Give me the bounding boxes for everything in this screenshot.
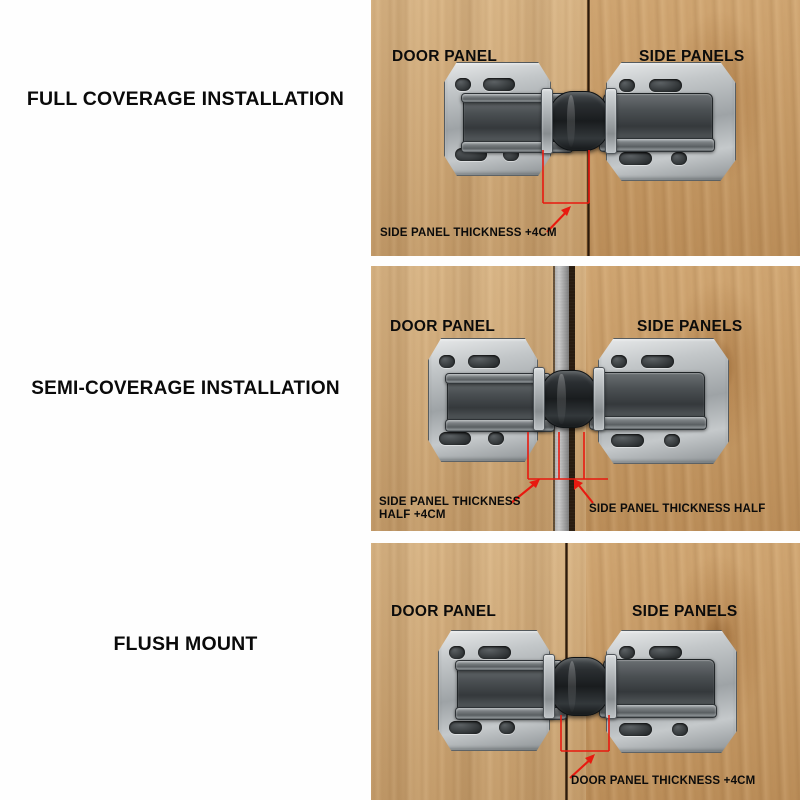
plate-screw-hole <box>672 723 688 736</box>
plate-screw-slot <box>478 646 511 659</box>
hinge-assembly <box>371 543 800 800</box>
plate-screw-hole <box>449 646 465 659</box>
photo-label-door-panel: DOOR PANEL <box>392 48 498 65</box>
hinge-side-arm-lip <box>589 416 707 430</box>
hinge-cup-bracket-right <box>593 367 605 431</box>
hinge-cup-bracket-right <box>605 654 617 719</box>
hinge-cup-bracket-left <box>533 367 545 431</box>
caption-full-coverage: FULL COVERAGE INSTALLATION <box>26 88 345 110</box>
plate-screw-slot <box>439 432 471 445</box>
photo-note-side-panel-thickness: SIDE PANEL THICKNESS +4CM <box>380 227 557 239</box>
plate-screw-slot <box>619 152 652 165</box>
plate-screw-slot <box>468 355 500 368</box>
plate-screw-hole <box>488 432 504 445</box>
plate-screw-hole <box>611 355 627 368</box>
plate-screw-hole <box>664 434 680 447</box>
photo-label-door-panel: DOOR PANEL <box>391 603 497 620</box>
hinge-cup-barrel <box>547 91 611 151</box>
hinge-assembly <box>371 0 800 256</box>
hinge-cup-bracket-left <box>541 88 553 154</box>
plate-screw-slot <box>649 79 682 92</box>
plate-screw-slot <box>449 721 482 734</box>
photo-note-thickness-half-plus: SIDE PANEL THICKNESS HALF +4CM <box>379 496 521 521</box>
photo-note-door-panel-thickness: DOOR PANEL THICKNESS +4CM <box>571 775 756 787</box>
plate-screw-hole <box>499 721 515 734</box>
plate-screw-hole <box>671 152 687 165</box>
photo-note-thickness-half: SIDE PANEL THICKNESS HALF <box>589 503 766 515</box>
hinge-cup-barrel <box>549 657 611 716</box>
wood-side-panel-surface <box>585 266 800 531</box>
plate-screw-hole <box>439 355 455 368</box>
photo-label-side-panels: SIDE PANELS <box>632 603 738 620</box>
plate-screw-hole <box>455 78 471 91</box>
photo-label-door-panel: DOOR PANEL <box>390 318 496 335</box>
plate-screw-hole <box>619 646 635 659</box>
plate-screw-slot <box>641 355 674 368</box>
plate-screw-slot <box>649 646 682 659</box>
photo-label-side-panels: SIDE PANELS <box>637 318 743 335</box>
caption-semi-coverage: SEMI-COVERAGE INSTALLATION <box>31 378 340 399</box>
plate-screw-slot <box>483 78 515 91</box>
photo-label-side-panels: SIDE PANELS <box>639 48 745 65</box>
plate-screw-slot <box>611 434 644 447</box>
hinge-cup-bracket-left <box>543 654 555 719</box>
photo-flush-mount: DOOR PANEL SIDE PANELS DOOR PANEL THICKN… <box>371 543 800 800</box>
hinge-assembly <box>371 266 800 531</box>
photo-semi-coverage: DOOR PANEL SIDE PANELS SIDE PANEL THICKN… <box>371 266 800 531</box>
hinge-cup-barrel <box>539 370 599 428</box>
plate-screw-hole <box>619 79 635 92</box>
hinge-cup-bracket-right <box>605 88 617 154</box>
photo-full-coverage: DOOR PANEL SIDE PANELS SIDE PANEL THICKN… <box>371 0 800 256</box>
caption-flush-mount: FLUSH MOUNT <box>113 633 258 655</box>
plate-screw-slot <box>619 723 652 736</box>
